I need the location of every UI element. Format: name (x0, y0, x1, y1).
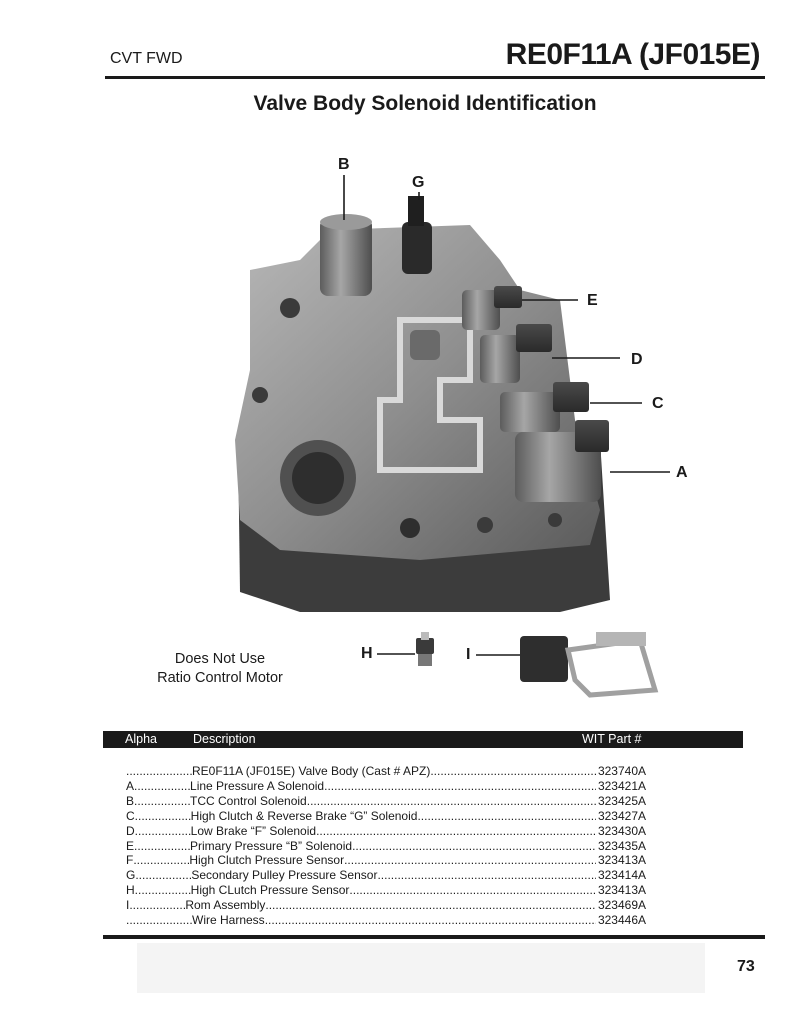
table-row: C......................High Clutch & Rev… (126, 808, 646, 823)
row-alpha: G (126, 868, 136, 883)
row-description: High Clutch Pressure Sensor (189, 853, 345, 868)
callout-i: I (466, 646, 471, 663)
solenoid-c (500, 382, 589, 432)
row-part-number: 323413A (597, 853, 646, 868)
callout-h: H (361, 645, 373, 662)
callout-d: D (631, 351, 643, 368)
row-description: Wire Harness (192, 913, 265, 928)
solenoid-e (462, 286, 522, 330)
row-lead: B...................... (126, 793, 190, 808)
section-label: CVT FWD (110, 50, 183, 67)
parts-table-header: Alpha Description WIT Part # (103, 731, 743, 748)
solenoid-d (480, 324, 552, 383)
row-alpha: D (126, 823, 135, 838)
row-part-number: 323435A (597, 838, 646, 853)
ratio-motor-note: Does Not Use Ratio Control Motor (140, 650, 300, 688)
header-description: Description (193, 732, 256, 746)
row-alpha: B (126, 793, 135, 808)
page-number: 73 (737, 958, 755, 975)
table-row: I......................Rom Assembly.....… (126, 898, 646, 913)
row-part-number: 323446A (597, 913, 646, 928)
table-row: A......................Line Pressure A S… (126, 778, 646, 793)
parts-list: ......................RE0F11A (JF015E) V… (126, 764, 646, 928)
row-description: High CLutch Pressure Sensor (190, 883, 350, 898)
row-alpha: I (126, 898, 130, 913)
row-lead: ...................... (126, 913, 192, 928)
row-part-number: 323427A (597, 808, 646, 823)
note-line-2: Ratio Control Motor (157, 670, 283, 686)
table-row: F......................High Clutch Press… (126, 853, 646, 868)
row-part-number: 323425A (597, 793, 646, 808)
table-row: G......................Secondary Pulley … (126, 868, 646, 883)
header-alpha: Alpha (125, 732, 157, 746)
callout-a: A (676, 464, 688, 481)
row-lead: A...................... (126, 778, 190, 793)
header-part: WIT Part # (582, 732, 642, 746)
row-description: High Clutch & Reverse Brake “G” Solenoid (190, 808, 418, 823)
row-description: Secondary Pulley Pressure Sensor (191, 868, 378, 883)
row-part-number: 323421A (597, 778, 646, 793)
table-row: ......................Wire Harness......… (126, 913, 646, 928)
row-lead: G...................... (126, 868, 191, 883)
table-row: D......................Low Brake “F” Sol… (126, 823, 646, 838)
row-part-number: 323413A (597, 883, 646, 898)
row-alpha: A (126, 778, 135, 793)
body-channels (377, 317, 483, 473)
footer-box (137, 943, 705, 993)
callout-c: C (652, 395, 664, 412)
row-lead: F...................... (126, 853, 189, 868)
model-title: RE0F11A (JF015E) (505, 38, 761, 71)
row-description: Rom Assembly (185, 898, 266, 913)
row-alpha: C (126, 808, 135, 823)
valve-body-illustration (235, 175, 670, 698)
row-description: TCC Control Solenoid (190, 793, 307, 808)
sensor-h (416, 632, 434, 666)
row-alpha: H (126, 883, 135, 898)
table-row: H......................High CLutch Press… (126, 883, 646, 898)
callout-g: G (412, 174, 425, 191)
row-alpha: F (126, 853, 134, 868)
callout-e: E (587, 292, 598, 309)
row-part-number: 323740A (597, 764, 646, 778)
row-lead: I...................... (126, 898, 185, 913)
solenoid-b (320, 218, 372, 296)
table-row: ......................RE0F11A (JF015E) V… (126, 764, 646, 778)
page-title: Valve Body Solenoid Identification (253, 92, 597, 115)
row-part-number: 323430A (597, 823, 646, 838)
callout-b: B (338, 156, 350, 173)
row-description: Line Pressure A Solenoid (190, 778, 325, 793)
table-row: B......................TCC Control Solen… (126, 793, 646, 808)
table-row: E......................Primary Pressure … (126, 838, 646, 853)
row-lead: ...................... (126, 764, 192, 778)
row-lead: D...................... (126, 823, 191, 838)
row-part-number: 323469A (597, 898, 646, 913)
row-description: Primary Pressure “B” Solenoid (190, 838, 353, 853)
row-part-number: 323414A (597, 868, 646, 883)
row-lead: C...................... (126, 808, 191, 823)
row-lead: E...................... (126, 838, 190, 853)
sensor-g (402, 222, 432, 274)
row-description: RE0F11A (JF015E) Valve Body (Cast # APZ) (192, 764, 431, 778)
row-lead: H...................... (126, 883, 191, 898)
row-description: Low Brake “F” Solenoid (190, 823, 317, 838)
row-alpha: E (126, 838, 135, 853)
header-rule (105, 76, 765, 79)
note-line-1: Does Not Use (174, 651, 266, 667)
solenoid-a (515, 420, 609, 502)
bottom-rule (103, 935, 765, 939)
rom-assembly-i (520, 632, 659, 698)
